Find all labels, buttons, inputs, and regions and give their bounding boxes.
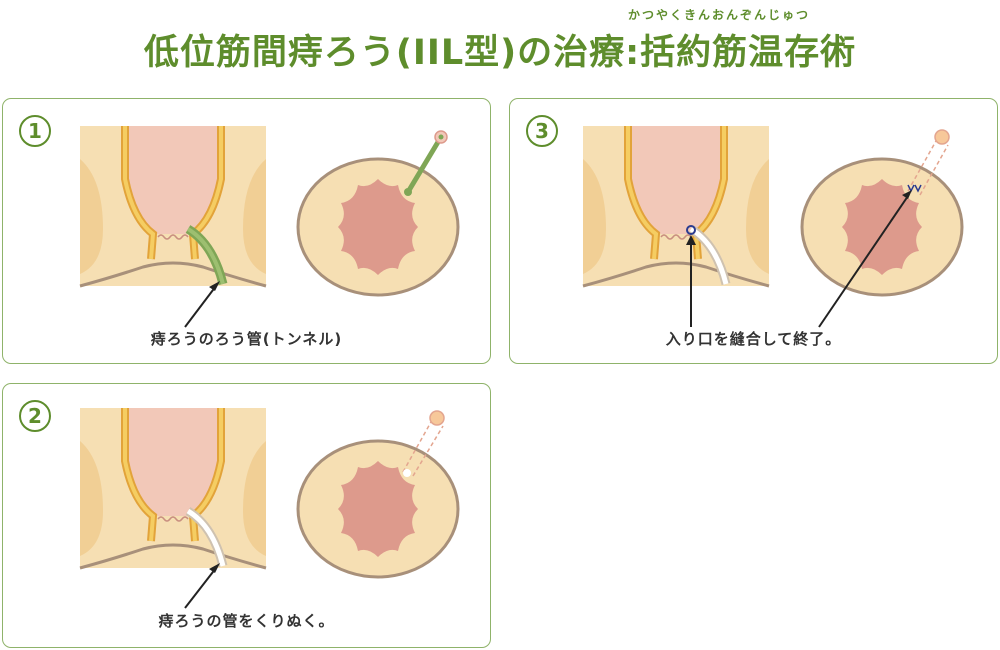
- step-caption-3: 入り口を縫合して終了。: [665, 330, 842, 348]
- step-3-illustration: [582, 126, 964, 328]
- header: かつやくきんおんぞんじゅつ 低位筋間痔ろう(IIL型)の治療:括約筋温存術: [0, 0, 1000, 90]
- anal-cross-section: [79, 408, 267, 570]
- step-number-2: 2: [19, 400, 51, 432]
- anal-cross-section: [582, 126, 770, 288]
- pointer-arrow: [184, 281, 220, 328]
- anal-circle-view: [296, 410, 460, 579]
- anal-circle-view: [296, 130, 460, 297]
- title-ruby: かつやくきんおんぞんじゅつ: [628, 8, 811, 22]
- step-2-illustration: [79, 408, 460, 609]
- anal-circle-view: [800, 129, 964, 297]
- step-panel-3: 3 入り口を縫合して終了。: [509, 98, 998, 364]
- page-title: 低位筋間痔ろう(IIL型)の治療:括約筋温存術: [143, 33, 857, 73]
- pointer-arrow: [184, 563, 220, 609]
- step-caption-2: 痔ろうの管をくりぬく。: [158, 612, 335, 630]
- step-number-3: 3: [526, 115, 558, 147]
- anal-cross-section: [79, 126, 267, 288]
- step-panel-1: 1 痔ろうのろう管(トンネル): [2, 98, 491, 364]
- pointer-arrow-right: [818, 190, 912, 328]
- step-caption-1: 痔ろうのろう管(トンネル): [150, 330, 343, 348]
- pointer-arrow-left: [686, 235, 696, 327]
- step-1-illustration: [79, 126, 460, 328]
- step-number-1: 1: [19, 115, 51, 147]
- step-panel-2: 2 痔ろうの管をくりぬく。: [2, 383, 491, 648]
